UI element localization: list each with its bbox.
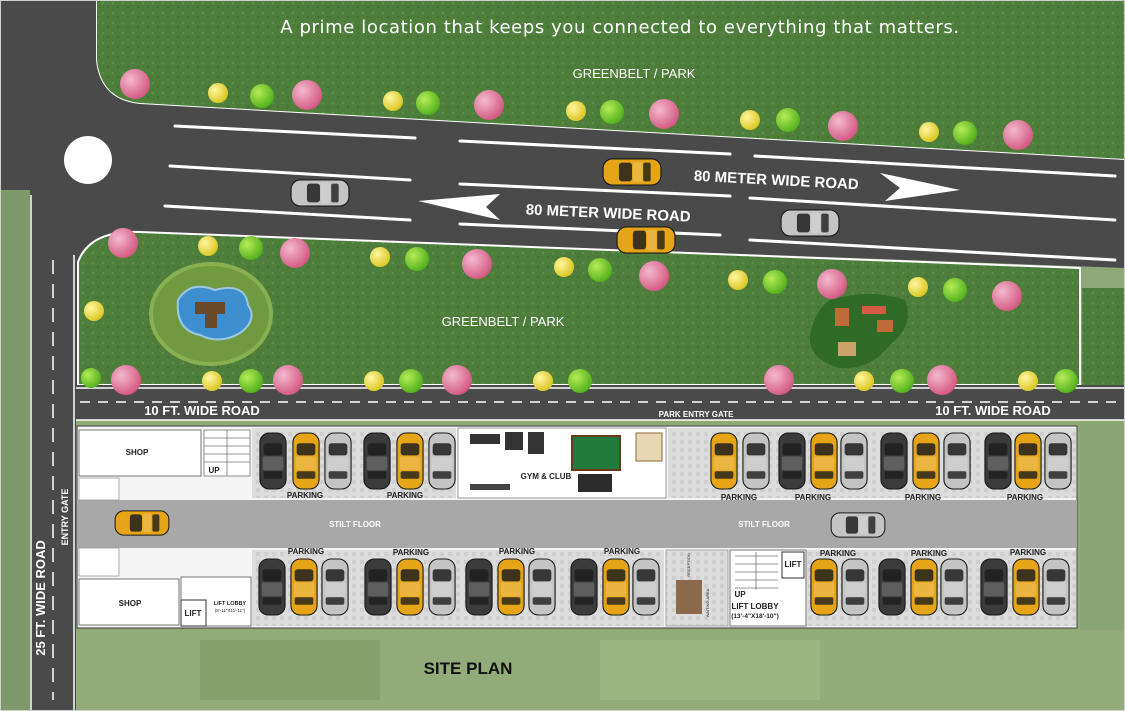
parking-labels-bottom: PARKING PARKING PARKING PARKING PARKING … xyxy=(288,547,1046,558)
shop-bottom-label: SHOP xyxy=(119,599,142,608)
waiting-area-label: WAITING AREA xyxy=(705,588,710,617)
lift-lobby-small-dim: (8'-11"X11'-11") xyxy=(215,608,246,613)
tree-row-middle xyxy=(84,228,1022,321)
arrow-left-icon xyxy=(418,194,500,220)
lift-lobby-small-label: LIFT LOBBY xyxy=(214,601,247,607)
park-entry-gate-label: PARK ENTRY GATE xyxy=(659,410,734,419)
road-10ft-label-left: 10 FT. WIDE ROAD xyxy=(144,403,260,418)
tree-row-top xyxy=(120,69,1033,150)
taxi-car xyxy=(114,510,170,536)
parking-label: PARKING xyxy=(499,547,535,556)
parking-label: PARKING xyxy=(905,493,941,502)
reception-label: RECEPTION xyxy=(686,553,691,576)
parking-label: PARKING xyxy=(287,491,323,500)
parking-label: PARKING xyxy=(721,493,757,502)
stilt-floor-left-label: STILT FLOOR xyxy=(329,520,381,529)
entry-gate-label: ENTRY GATE xyxy=(60,489,70,546)
silver-car xyxy=(780,209,840,237)
pond-garden xyxy=(149,262,273,366)
silver-car xyxy=(290,179,350,207)
parking-labels-top: PARKING PARKING PARKING PARKING PARKING … xyxy=(287,491,1043,502)
parking-label: PARKING xyxy=(1007,493,1043,502)
gym-club-label: GYM & CLUB xyxy=(521,472,572,481)
up-top-label: UP xyxy=(208,466,220,475)
shop-top-label: SHOP xyxy=(126,448,149,457)
parking-label: PARKING xyxy=(795,493,831,502)
stilt-floor-right-label: STILT FLOOR xyxy=(738,520,790,529)
lift-left-label: LIFT xyxy=(185,609,202,618)
up-bottom-label: UP xyxy=(734,590,746,599)
parking-label: PARKING xyxy=(393,548,429,557)
taxi-car xyxy=(616,226,676,254)
arrow-right-icon xyxy=(880,173,960,201)
parking-label: PARKING xyxy=(1010,548,1046,557)
lane-markings xyxy=(163,124,1117,262)
road-10ft-label-right: 10 FT. WIDE ROAD xyxy=(935,403,1051,418)
lift-right-label: LIFT xyxy=(785,560,802,569)
road-25ft-label: 25 FT. WIDE ROAD xyxy=(33,540,48,656)
lift-lobby-label: LIFT LOBBY xyxy=(731,602,779,611)
silver-car xyxy=(830,512,886,538)
play-area xyxy=(809,294,908,369)
parking-label: PARKING xyxy=(604,547,640,556)
greenbelt-bottom-label: GREENBELT / PARK xyxy=(442,314,565,329)
parking-label: PARKING xyxy=(820,549,856,558)
tagline: A prime location that keeps you connecte… xyxy=(280,17,960,38)
parking-label: PARKING xyxy=(387,491,423,500)
site-plan-title: SITE PLAN xyxy=(424,659,513,678)
taxi-car xyxy=(602,158,662,186)
lift-lobby-dim: (13'-4"X18'-10") xyxy=(731,613,779,620)
greenbelt-top-label: GREENBELT / PARK xyxy=(573,66,696,81)
parking-label: PARKING xyxy=(288,547,324,556)
tree-row-bottom xyxy=(81,365,1078,395)
parking-label: PARKING xyxy=(911,549,947,558)
